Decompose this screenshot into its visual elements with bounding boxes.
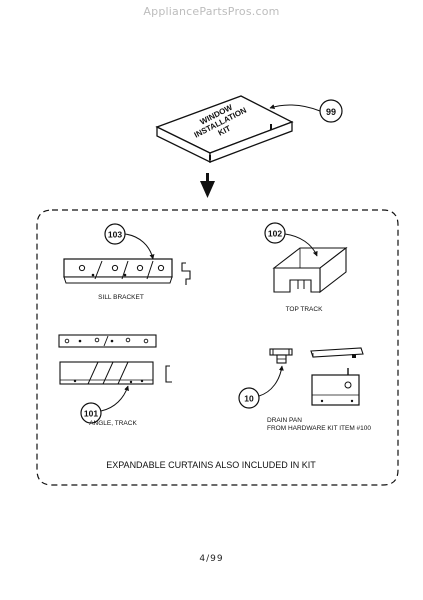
callout-99-number: 99 xyxy=(326,107,336,117)
sill-bracket-profile xyxy=(181,262,191,285)
drain-pan-top xyxy=(310,347,364,358)
drain-pan-clip xyxy=(269,348,293,364)
top-track xyxy=(272,246,348,294)
kit-note: EXPANDABLE CURTAINS ALSO INCLUDED IN KIT xyxy=(106,460,316,470)
angle-track-profile xyxy=(165,365,172,383)
drain-pan-body xyxy=(311,368,360,406)
drain-pan-label: DRAIN PAN xyxy=(267,417,302,424)
callout-102-number: 102 xyxy=(268,229,282,239)
callout-103: 103 xyxy=(104,223,155,260)
top-track-label: TOP TRACK xyxy=(286,306,324,313)
kit-contents-frame xyxy=(36,209,399,486)
callout-99: 99 xyxy=(269,99,343,123)
drain-pan-source-label: FROM HARDWARE KIT ITEM #100 xyxy=(267,425,371,432)
callout-101: 101 xyxy=(80,385,129,424)
sill-bracket xyxy=(63,258,173,284)
angle-track-side-view xyxy=(59,361,154,385)
installation-kit-box: WINDOW INSTALLATION KIT xyxy=(155,95,294,164)
callout-102: 102 xyxy=(264,222,318,257)
angle-track-label: ANGLE, TRACK xyxy=(89,420,137,427)
down-arrow-icon xyxy=(200,173,215,198)
watermark: AppliancePartsPros.com xyxy=(143,5,280,18)
callout-101-number: 101 xyxy=(84,409,98,419)
sill-bracket-label: SILL BRACKET xyxy=(98,294,144,301)
callout-103-number: 103 xyxy=(108,230,122,240)
angle-track-top-view xyxy=(58,334,157,348)
page-code: 4/99 xyxy=(199,554,224,564)
callout-10: 10 xyxy=(238,365,284,409)
callout-10-number: 10 xyxy=(244,394,254,404)
